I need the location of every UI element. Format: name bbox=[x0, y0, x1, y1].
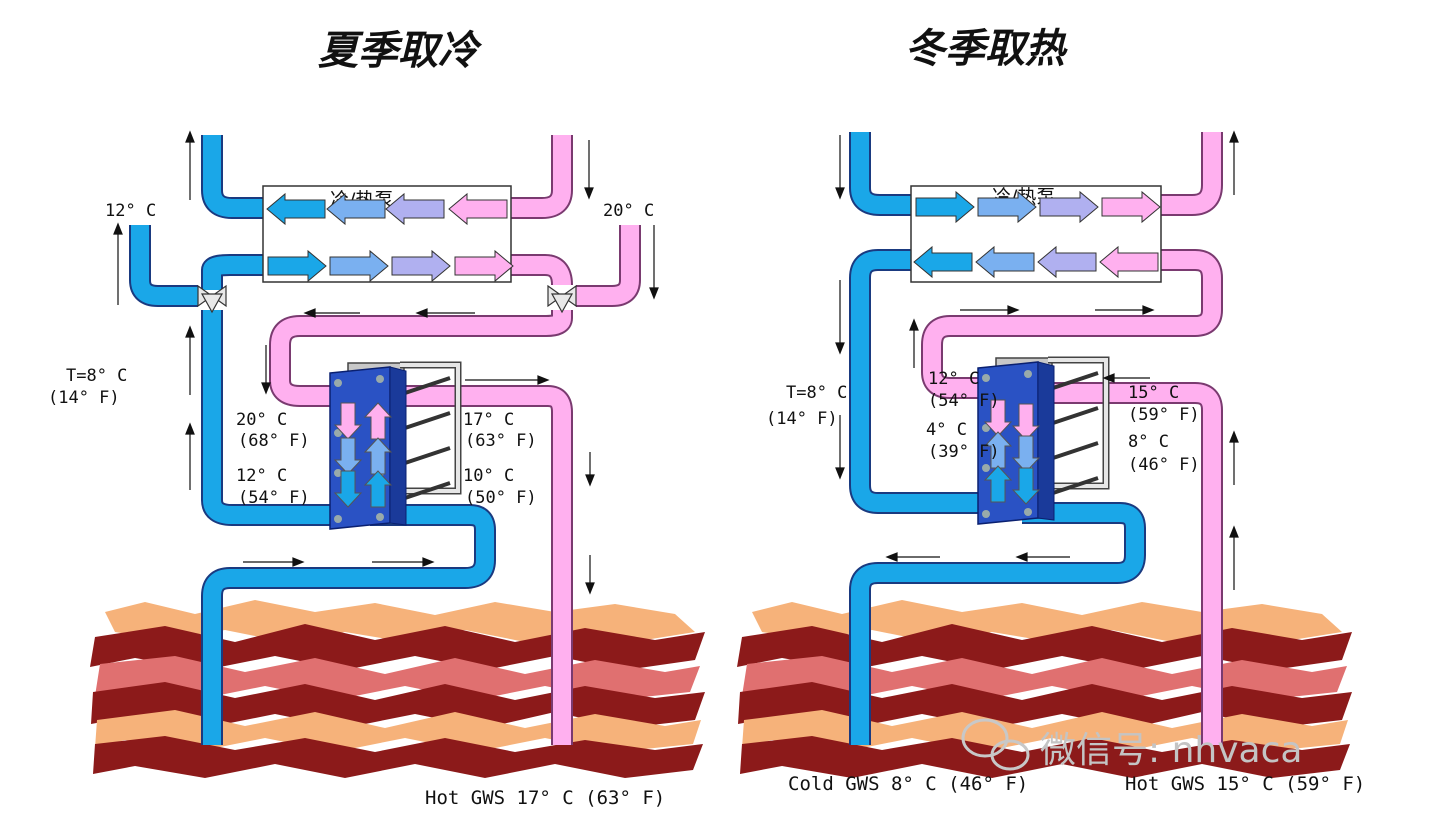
summer-hx-right-bot-f: (50° F) bbox=[465, 488, 537, 508]
summer-hx-left-top-c: 20° C bbox=[236, 410, 287, 430]
winter-hx-left-top-f: (54° F) bbox=[928, 391, 1000, 411]
summer-hx-left-top-f: (68° F) bbox=[238, 431, 310, 451]
summer-blue-pipes bbox=[129, 135, 496, 745]
winter-flow-arrows bbox=[835, 130, 1239, 590]
summer-valve-left bbox=[197, 284, 227, 314]
wechat-icon bbox=[961, 718, 1030, 771]
winter-hx-right-bot-f: (46° F) bbox=[1128, 455, 1200, 475]
winter-hx-left-top-c: 12° C bbox=[928, 369, 979, 389]
summer-hx-left-bot-f: (54° F) bbox=[238, 488, 310, 508]
winter-blue-pipes bbox=[849, 132, 1146, 745]
winter-hx-right-bot-c: 8° C bbox=[1128, 432, 1169, 452]
winter-bottom-cold: Cold GWS 8° C (46° F) bbox=[788, 773, 1028, 795]
winter-title: 冬季取热 bbox=[905, 26, 1068, 72]
watermark: 微信号: nhvaca bbox=[961, 718, 1302, 771]
summer-temp-supply: 12° C bbox=[105, 201, 156, 221]
summer-title: 夏季取冷 bbox=[318, 28, 483, 74]
summer-t-label: T=8° C bbox=[66, 366, 127, 386]
summer-hx-left-bot-c: 12° C bbox=[236, 466, 287, 486]
winter-pink-pipes bbox=[921, 132, 1223, 745]
winter-bottom-hot: Hot GWS 15° C (59° F) bbox=[1125, 773, 1365, 795]
summer-flow-arrows bbox=[113, 130, 659, 595]
watermark-text: 微信号: nhvaca bbox=[1040, 730, 1302, 771]
summer-hx-right-top-f: (63° F) bbox=[465, 431, 537, 451]
winter-t-label: T=8° C bbox=[786, 383, 847, 403]
summer-t-label-f: (14° F) bbox=[48, 388, 120, 408]
summer-pink-pipes bbox=[269, 135, 641, 745]
winter-panel: 冬季取热 bbox=[737, 26, 1365, 795]
summer-panel: 夏季取冷 bbox=[48, 28, 705, 809]
summer-hx-right-top-c: 17° C bbox=[463, 410, 514, 430]
winter-t-label-f: (14° F) bbox=[766, 409, 838, 429]
summer-bottom-label: Hot GWS 17° C (63° F) bbox=[425, 787, 665, 809]
winter-hx-left-bot-f: (39° F) bbox=[928, 442, 1000, 462]
summer-valve-right bbox=[547, 284, 577, 314]
summer-temp-return: 20° C bbox=[603, 201, 654, 221]
winter-hx-right-top-f: (59° F) bbox=[1128, 405, 1200, 425]
summer-earth bbox=[90, 600, 705, 778]
summer-hx-right-bot-c: 10° C bbox=[463, 466, 514, 486]
winter-hx-left-bot-c: 4° C bbox=[926, 420, 967, 440]
winter-hx-right-top-c: 15° C bbox=[1128, 383, 1179, 403]
